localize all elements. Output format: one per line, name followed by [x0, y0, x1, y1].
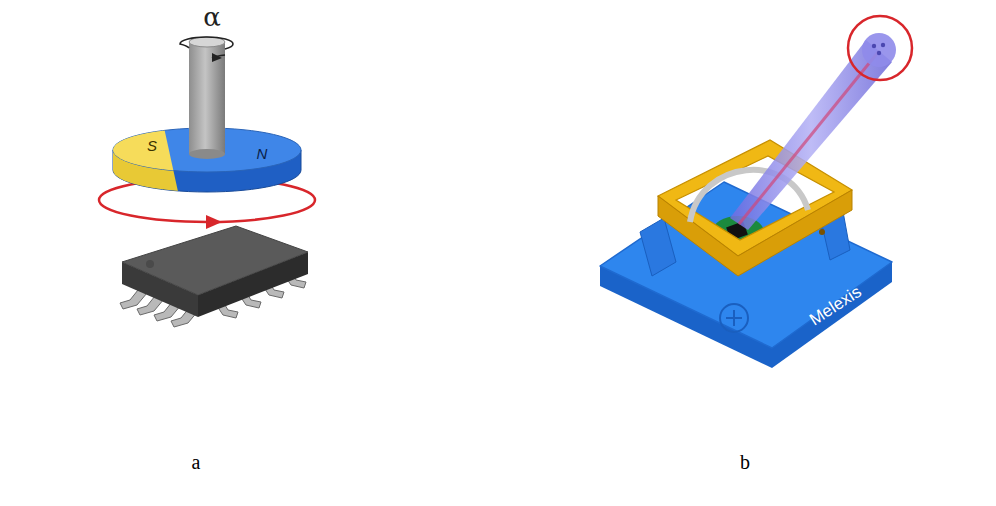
stick-core: [739, 51, 879, 224]
subfigure-label: a: [192, 451, 201, 473]
angle-arrow: [180, 37, 233, 62]
pole-label: S: [147, 138, 157, 155]
subfigure-label: b: [740, 451, 750, 473]
base-logo-cross: [726, 310, 742, 326]
pole-label: N: [257, 146, 268, 163]
base-logo-circle: [720, 304, 748, 332]
bracket: [640, 218, 676, 276]
stick-knob: [862, 33, 896, 67]
soic-chip: [120, 226, 308, 327]
highlight-circle: [848, 16, 912, 80]
pin1-dot: [146, 260, 154, 268]
shaft-base: [189, 149, 225, 159]
shaft-body: [189, 42, 225, 154]
ring-arrowhead: [206, 215, 222, 229]
knob-dot: [881, 43, 885, 47]
angle-arc: [180, 37, 233, 49]
shaft: [189, 37, 225, 159]
angle-arrowhead: [212, 53, 222, 62]
chip-top: [122, 226, 308, 295]
frame-hole: [819, 229, 825, 235]
joystick-stick: [730, 33, 896, 230]
knob-dot: [877, 51, 881, 55]
stick-shaft: [730, 40, 892, 230]
angle-symbol: α: [203, 3, 221, 32]
knob-dot: [872, 44, 876, 48]
